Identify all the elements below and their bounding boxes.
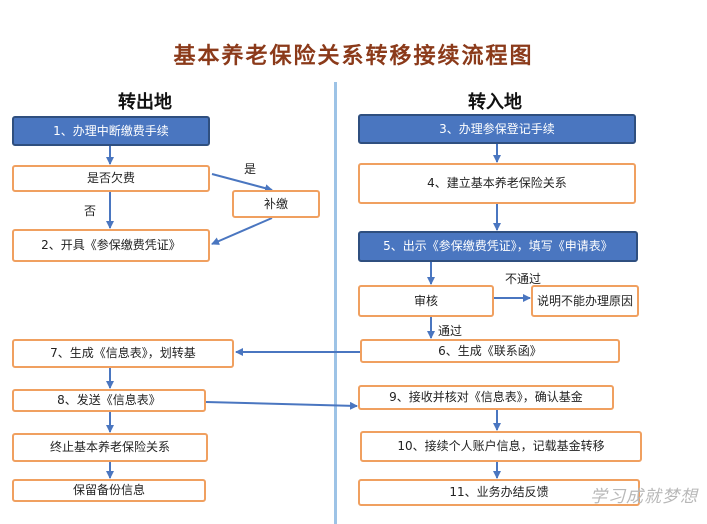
arrow-arrears-to-pay bbox=[211, 173, 273, 193]
left-column-header: 转出地 bbox=[118, 92, 172, 113]
column-divider bbox=[334, 82, 337, 524]
terminate-box: 终止基本养老保险关系 bbox=[12, 433, 208, 462]
step-4-box: 4、建立基本养老保险关系 bbox=[358, 163, 636, 204]
edge-label-no: 否 bbox=[84, 204, 97, 218]
edge-label-not-pass: 不通过 bbox=[505, 272, 542, 286]
step-1-box: 1、办理中断缴费手续 bbox=[12, 116, 210, 146]
pay-arrears-box: 补缴 bbox=[232, 190, 320, 218]
step-11-box: 11、业务办结反馈 bbox=[358, 479, 640, 506]
arrow-s8-to-s9 bbox=[205, 401, 358, 410]
edge-label-yes: 是 bbox=[244, 162, 257, 176]
step-10-box: 10、接续个人账户信息，记载基金转移 bbox=[360, 431, 642, 462]
review-box: 审核 bbox=[358, 285, 494, 317]
explain-reason-box: 说明不能办理原因 bbox=[531, 285, 639, 317]
step-7-box: 7、生成《信息表》，划转基 bbox=[12, 339, 234, 368]
arrow-pay-to-s2 bbox=[211, 217, 273, 245]
page-title: 基本养老保险关系转移接续流程图 bbox=[173, 43, 534, 69]
step-8-box: 8、发送《信息表》 bbox=[12, 389, 206, 412]
step-2-box: 2、开具《参保缴费凭证》 bbox=[12, 229, 210, 262]
arrears-check-box: 是否欠费 bbox=[12, 165, 210, 192]
edge-label-pass: 通过 bbox=[438, 324, 463, 338]
step-6-box: 6、生成《联系函》 bbox=[360, 339, 620, 363]
step-5-box: 5、出示《参保缴费凭证》，填写《申请表》 bbox=[358, 231, 638, 262]
right-column-header: 转入地 bbox=[468, 92, 522, 113]
backup-box: 保留备份信息 bbox=[12, 479, 206, 502]
step-3-box: 3、办理参保登记手续 bbox=[358, 114, 636, 144]
step-9-box: 9、接收并核对《信息表》，确认基金 bbox=[358, 385, 614, 410]
watermark: 学习成就梦想 bbox=[590, 487, 698, 507]
